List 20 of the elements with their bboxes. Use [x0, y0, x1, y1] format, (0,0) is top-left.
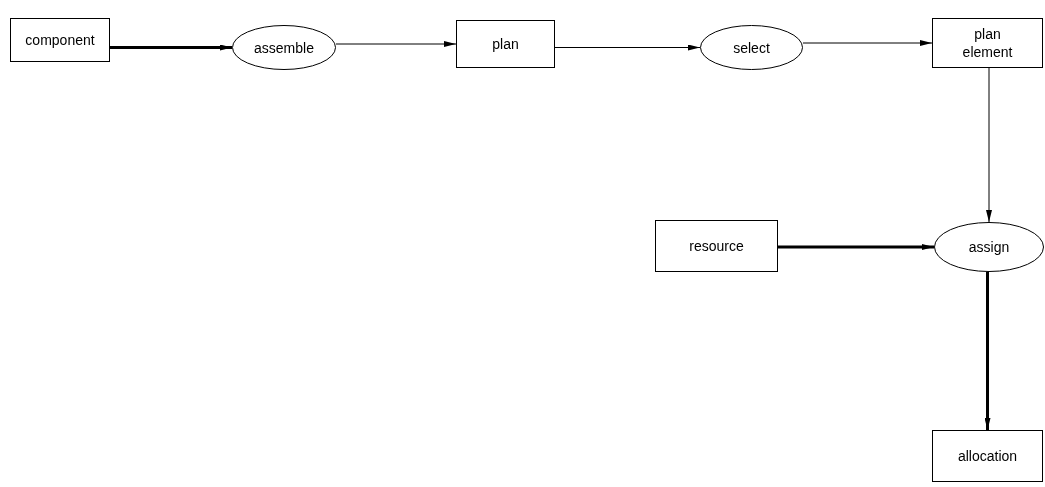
arrow: [802, 40, 933, 46]
process-box: [655, 220, 778, 272]
arrow: [110, 44, 232, 51]
node-label: select: [733, 38, 770, 57]
arrow: [778, 244, 934, 250]
arrow: [984, 272, 991, 430]
arrow: [554, 44, 701, 51]
node-label: allocation: [957, 447, 1018, 465]
node-label: plan element: [961, 25, 1014, 61]
node-label: resource: [689, 237, 744, 255]
node-label: plan: [492, 35, 519, 53]
node-label: component: [25, 31, 95, 49]
process-box: [932, 430, 1043, 482]
process-box: [456, 20, 555, 68]
process-box: [932, 18, 1043, 68]
node-label: assign: [968, 238, 1010, 256]
process-box: [10, 18, 110, 62]
node-label: assemble: [254, 38, 314, 57]
arrow: [986, 67, 992, 223]
arrow: [335, 41, 457, 47]
